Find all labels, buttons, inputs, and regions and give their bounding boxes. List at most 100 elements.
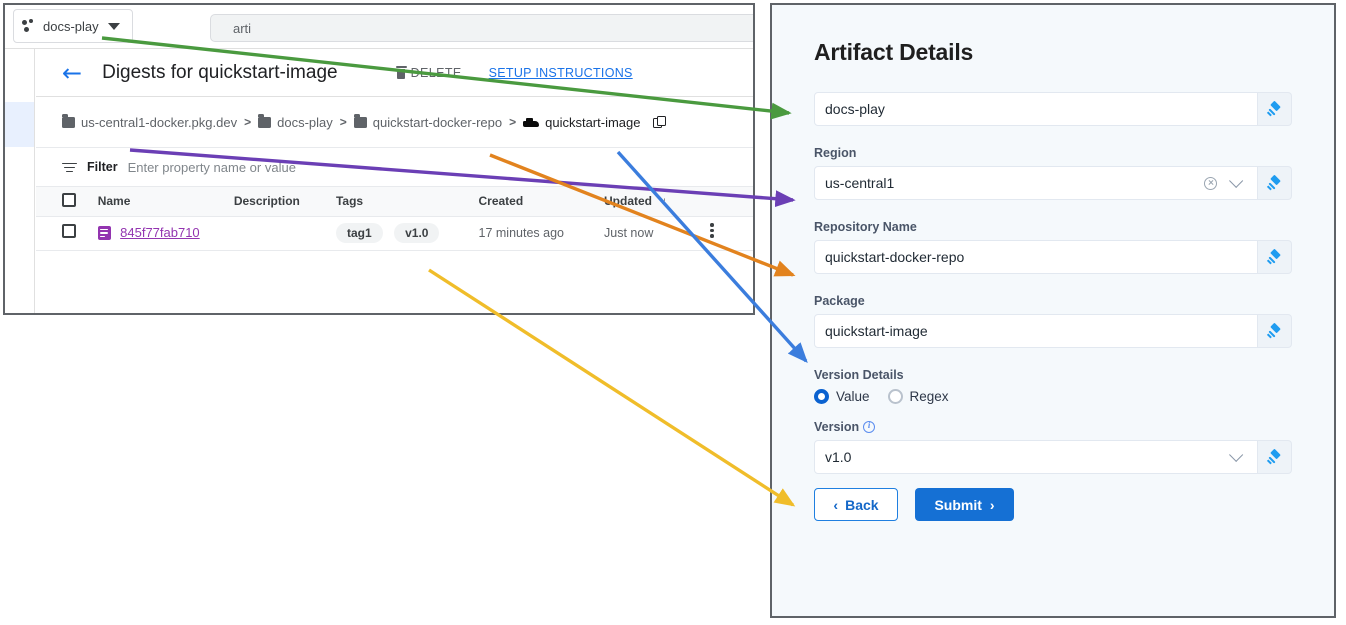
pin-icon xyxy=(1267,322,1282,339)
copy-icon[interactable] xyxy=(653,115,666,129)
table-row[interactable]: 845f77fab710 tag1 v1.0 17 minutes ago Ju… xyxy=(36,216,753,250)
project-field-value: docs-play xyxy=(825,101,885,117)
breadcrumb-project-label: docs-play xyxy=(277,114,333,130)
panel-title: Artifact Details xyxy=(814,39,974,65)
radio-regex-label: Regex xyxy=(909,389,949,404)
project-field[interactable]: docs-play xyxy=(814,92,1258,126)
trash-icon xyxy=(395,66,407,79)
column-header-tags[interactable]: Tags xyxy=(335,194,364,209)
back-arrow-icon[interactable]: ← xyxy=(62,58,83,87)
clear-icon[interactable] xyxy=(1204,176,1217,190)
version-field[interactable]: v1.0 xyxy=(814,440,1258,474)
chevron-down-icon[interactable] xyxy=(1229,173,1244,188)
panel-button-row: ‹ Back Submit › xyxy=(814,488,1292,521)
column-header-updated[interactable]: Updated ↓ xyxy=(604,187,710,216)
cell-row-actions xyxy=(710,216,753,250)
column-header-created[interactable]: Created xyxy=(478,194,524,209)
console-top-bar: docs-play arti xyxy=(5,5,753,49)
tag-tag1[interactable]: tag1 xyxy=(335,223,383,243)
project-pin-button[interactable] xyxy=(1258,92,1292,126)
package-pin-button[interactable] xyxy=(1258,314,1292,348)
back-button-label: Back xyxy=(845,496,879,513)
repository-name-field-label: Repository Name xyxy=(814,220,917,234)
version-pin-button[interactable] xyxy=(1258,440,1292,474)
select-all-cell xyxy=(36,187,98,216)
left-nav-rail xyxy=(5,49,35,313)
row-checkbox[interactable] xyxy=(62,223,76,238)
filter-label: Filter xyxy=(87,160,118,174)
breadcrumb-project[interactable]: docs-play xyxy=(258,114,333,130)
tag-v1-0[interactable]: v1.0 xyxy=(394,223,440,243)
delete-button[interactable]: DELETE xyxy=(395,66,462,80)
select-all-checkbox[interactable] xyxy=(62,192,76,207)
digest-link[interactable]: 845f77fab710 xyxy=(120,225,200,240)
version-field-group: Version v1.0 xyxy=(814,420,1292,474)
radio-option-regex[interactable]: Regex xyxy=(887,389,949,404)
submit-button[interactable]: Submit › xyxy=(915,488,1014,521)
radio-option-value[interactable]: Value xyxy=(814,389,870,404)
submit-button-label: Submit xyxy=(934,496,982,513)
package-field[interactable]: quickstart-image xyxy=(814,314,1258,348)
package-field-group: Package quickstart-image xyxy=(814,294,1292,348)
breadcrumb-repo-label: quickstart-docker-repo xyxy=(372,114,503,130)
info-icon[interactable] xyxy=(863,420,876,433)
breadcrumb-separator: > xyxy=(244,115,252,129)
project-field-row: docs-play xyxy=(814,92,1292,126)
setup-instructions-link[interactable]: SETUP INSTRUCTIONS xyxy=(488,65,633,80)
sidebar-active-item[interactable] xyxy=(5,102,34,147)
header-actions: DELETE SETUP INSTRUCTIONS xyxy=(395,65,633,80)
region-field-row: us-central1 xyxy=(814,166,1292,200)
breadcrumb-repo[interactable]: quickstart-docker-repo xyxy=(353,114,503,130)
pin-icon xyxy=(1267,100,1282,117)
radio-value-label: Value xyxy=(836,389,870,404)
column-header-updated-label: Updated xyxy=(604,194,653,209)
cell-created: 17 minutes ago xyxy=(478,226,564,240)
region-field-label: Region xyxy=(814,146,857,160)
breadcrumb-host-label: us-central1-docker.pkg.dev xyxy=(81,114,238,130)
search-value: arti xyxy=(233,20,252,36)
pin-icon xyxy=(1267,448,1282,465)
sort-descending-icon: ↓ xyxy=(661,194,668,209)
breadcrumb-host[interactable]: us-central1-docker.pkg.dev xyxy=(62,114,238,130)
region-field-value: us-central1 xyxy=(825,175,895,191)
chevron-down-icon[interactable] xyxy=(1229,447,1244,462)
cell-description xyxy=(234,216,336,250)
breadcrumb-image[interactable]: quickstart-image xyxy=(523,115,640,130)
version-details-group: Version Details Value Regex xyxy=(814,368,1292,404)
console-content: ← Digests for quickstart-image DELETE SE… xyxy=(36,49,753,313)
pin-icon xyxy=(1267,174,1282,191)
page-title: Digests for quickstart-image xyxy=(102,61,338,83)
pin-icon xyxy=(1267,248,1282,265)
project-selector-chip[interactable]: docs-play xyxy=(13,9,133,43)
table-body: 845f77fab710 tag1 v1.0 17 minutes ago Ju… xyxy=(36,216,753,250)
radio-value-indicator xyxy=(814,389,829,404)
back-chevron-icon: ‹ xyxy=(833,496,839,513)
region-field[interactable]: us-central1 xyxy=(814,166,1258,200)
repository-name-field[interactable]: quickstart-docker-repo xyxy=(814,240,1258,274)
breadcrumb-separator: > xyxy=(509,115,517,129)
page-header: ← Digests for quickstart-image DELETE SE… xyxy=(36,49,753,97)
filter-input[interactable]: Enter property name or value xyxy=(127,159,296,175)
row-select-cell xyxy=(36,216,98,250)
cell-tags: tag1 v1.0 xyxy=(335,216,479,250)
repository-name-field-row: quickstart-docker-repo xyxy=(814,240,1292,274)
folder-icon xyxy=(353,114,367,128)
version-field-row: v1.0 xyxy=(814,440,1292,474)
repository-name-pin-button[interactable] xyxy=(1258,240,1292,274)
package-field-label: Package xyxy=(814,294,865,308)
column-header-name[interactable]: Name xyxy=(97,194,131,209)
docker-whale-icon xyxy=(523,117,540,128)
package-field-value: quickstart-image xyxy=(825,323,928,339)
project-field-group: docs-play xyxy=(814,92,1292,126)
region-pin-button[interactable] xyxy=(1258,166,1292,200)
row-overflow-menu-icon[interactable] xyxy=(710,221,714,240)
digests-table: Name Description Tags Created Updated ↓ xyxy=(36,187,753,251)
search-input[interactable]: arti xyxy=(210,14,753,42)
back-button[interactable]: ‹ Back xyxy=(814,488,898,521)
chevron-down-icon xyxy=(107,22,120,30)
folder-icon xyxy=(258,114,272,128)
repository-name-field-group: Repository Name quickstart-docker-repo xyxy=(814,220,1292,274)
column-header-description[interactable]: Description xyxy=(233,194,300,209)
version-label-text: Version xyxy=(814,420,860,434)
console-window: docs-play arti ← Digests for quickstart-… xyxy=(3,3,755,315)
